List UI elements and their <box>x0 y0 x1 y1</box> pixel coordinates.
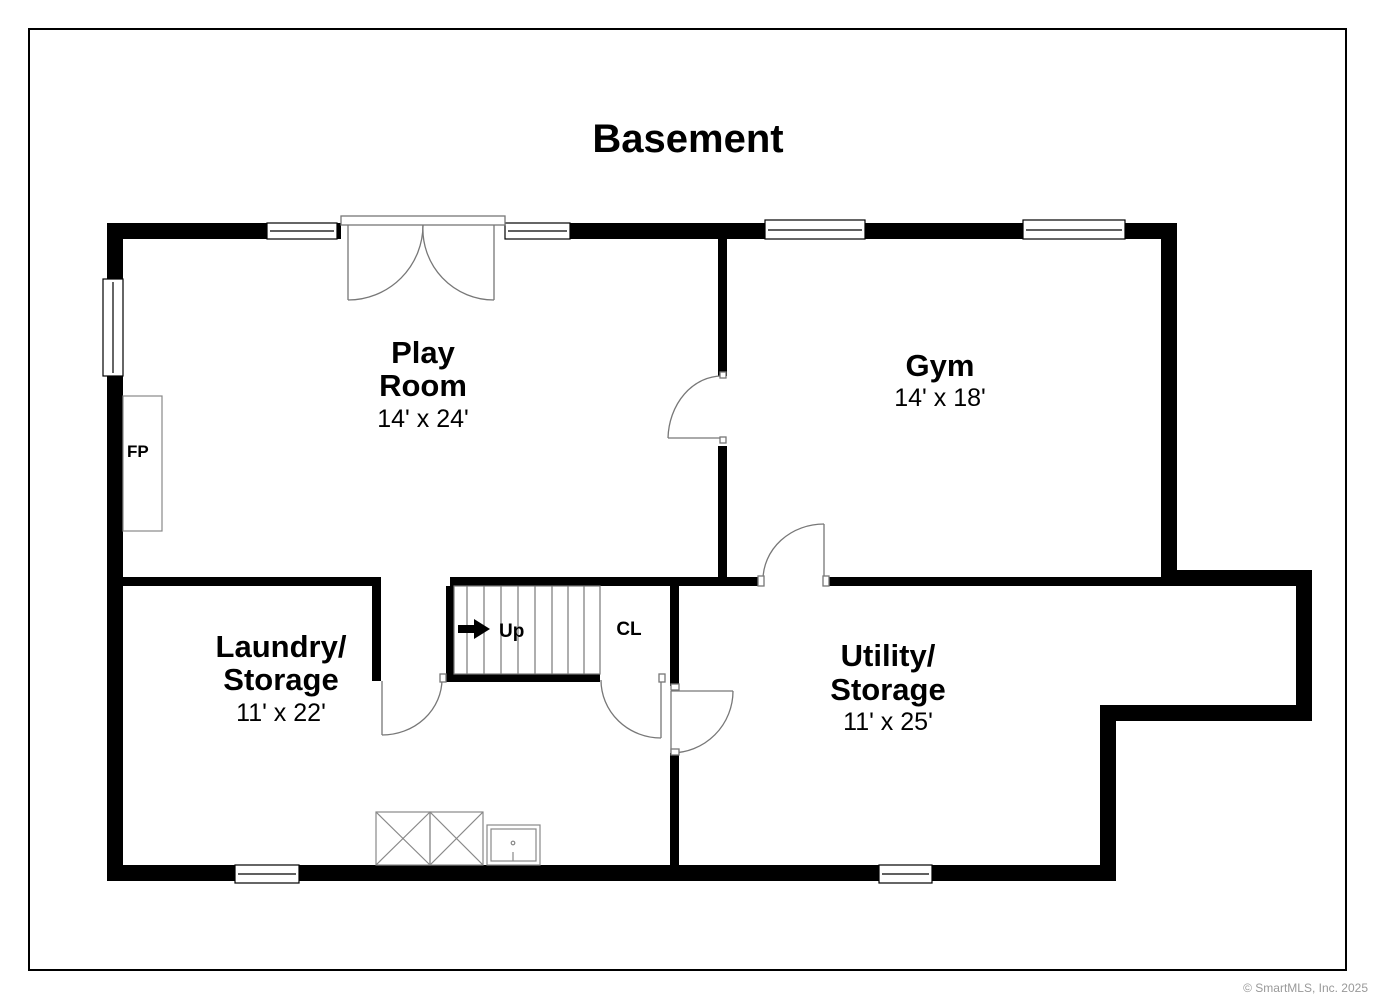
stairs-outline <box>453 585 601 675</box>
doors <box>340 215 830 756</box>
wall-top-3 <box>570 223 765 239</box>
windows <box>102 219 1126 884</box>
fireplace-label: FP <box>127 442 149 461</box>
wall-mid-3 <box>450 577 763 586</box>
door-laundry-hall <box>381 673 447 736</box>
plan-title: Basement <box>592 117 783 161</box>
wall-bump-right <box>1296 570 1312 721</box>
gym-dims: 14' x 18' <box>894 384 986 412</box>
french-door-right <box>422 224 495 301</box>
laundry-dims: 11' x 22' <box>236 699 326 727</box>
window-top-3 <box>764 219 866 240</box>
wall-mid-1 <box>123 577 381 586</box>
walls <box>107 223 1312 881</box>
wall-stair-bottom <box>446 674 600 682</box>
wall-play-gym-1 <box>718 239 727 376</box>
play-room-dims: 14' x 24' <box>377 405 469 433</box>
wall-left-1 <box>107 223 123 279</box>
page-frame <box>28 28 1347 971</box>
wall-top-1 <box>107 223 267 239</box>
wall-laundry-utility-1 <box>670 586 679 686</box>
wall-stair-side <box>446 586 454 676</box>
wall-play-gym-2 <box>718 446 727 580</box>
wall-top-4 <box>865 223 1023 239</box>
window-bottom-2 <box>878 864 933 884</box>
window-left <box>102 278 124 377</box>
wall-left-2 <box>107 376 123 881</box>
stairs-arrow-icon <box>458 619 490 639</box>
wall-bump-bottom <box>1100 705 1312 721</box>
wall-mid-2 <box>372 577 381 681</box>
wall-bump-top <box>1161 570 1312 586</box>
wall-mid-4 <box>827 577 1161 586</box>
wall-top-2 <box>337 223 341 239</box>
stairs-label: Up <box>499 621 524 642</box>
play-room-name-2: Room <box>379 368 467 403</box>
door-utility <box>670 683 734 756</box>
door-closet <box>600 673 666 739</box>
window-top-2 <box>504 222 571 240</box>
wall-bottom-3 <box>932 865 1116 881</box>
door-gym-utility <box>757 523 830 587</box>
utility-sink <box>486 824 541 866</box>
french-door-frame <box>340 215 506 226</box>
utility-name-1: Utility/ <box>841 638 936 673</box>
fireplace <box>122 395 163 532</box>
utility-name-2: Storage <box>830 672 945 707</box>
wall-bottom-2 <box>299 865 879 881</box>
french-door-left <box>347 224 424 301</box>
gym-name: Gym <box>906 348 975 383</box>
wall-bump-left <box>1100 705 1116 881</box>
window-top-4 <box>1022 219 1126 240</box>
washer-dryer <box>375 811 484 866</box>
utility-dims: 11' x 25' <box>843 708 933 736</box>
dryer <box>429 811 484 866</box>
copyright-text: © SmartMLS, Inc. 2025 <box>1243 981 1368 995</box>
door-play-gym <box>667 371 727 444</box>
play-room-name-1: Play <box>391 335 456 370</box>
laundry-name-1: Laundry/ <box>216 629 347 664</box>
wall-bottom-1 <box>107 865 235 881</box>
closet-label: CL <box>616 619 642 640</box>
window-bottom-1 <box>234 864 300 884</box>
wall-right-gym <box>1161 223 1177 580</box>
laundry-name-2: Storage <box>223 662 338 697</box>
wall-laundry-utility-2 <box>670 753 679 865</box>
window-top-1 <box>266 222 338 240</box>
